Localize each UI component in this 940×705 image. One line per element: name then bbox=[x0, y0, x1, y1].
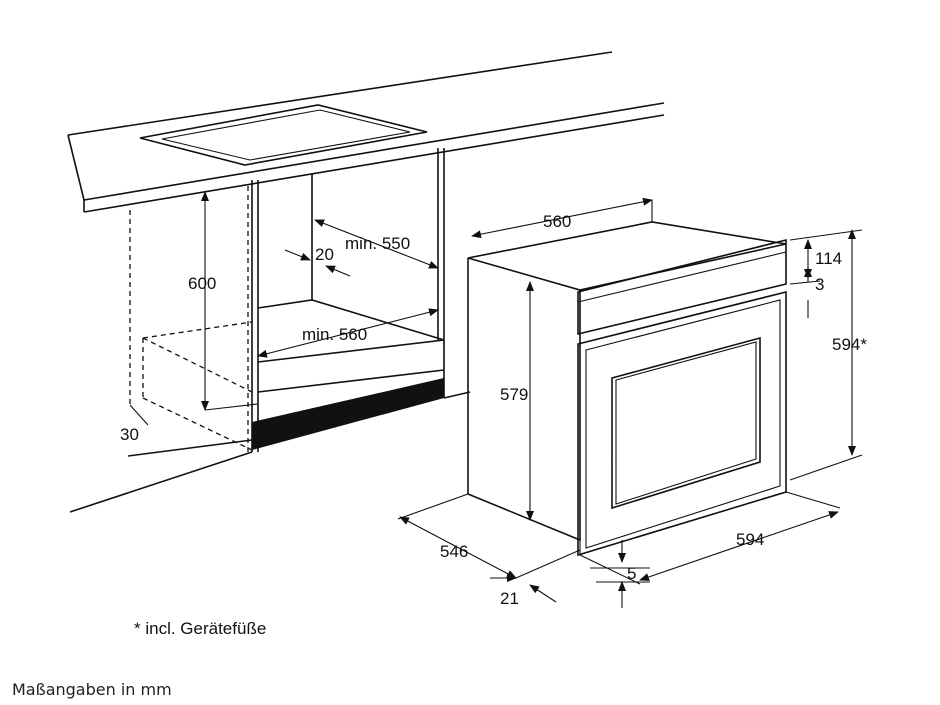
dim-front-21: 21 bbox=[500, 589, 519, 608]
dim-offset-30: 30 bbox=[120, 425, 139, 444]
footnote: * incl. Gerätefüße bbox=[134, 619, 267, 638]
dim-gap-20: 20 bbox=[315, 245, 334, 264]
dim-offset-3: 3 bbox=[815, 275, 824, 294]
cabinet-dimensions bbox=[129, 191, 439, 426]
countertop bbox=[67, 51, 665, 213]
dim-oven-width: 594 bbox=[736, 530, 764, 549]
dim-oven-depth: 546 bbox=[440, 542, 468, 561]
hob bbox=[139, 104, 428, 166]
units-note: Maßangaben in mm bbox=[12, 680, 172, 699]
dim-overall-height: 594* bbox=[832, 335, 867, 354]
dim-min-width: min. 560 bbox=[302, 325, 367, 344]
dim-cabinet-height: 600 bbox=[188, 274, 216, 293]
dim-min-depth: min. 550 bbox=[345, 234, 410, 253]
cabinet-niche bbox=[69, 148, 471, 513]
dim-body-height: 579 bbox=[500, 385, 528, 404]
dim-foot-5: 5 bbox=[627, 564, 636, 583]
dim-oven-top-depth: 560 bbox=[543, 212, 571, 231]
dim-panel-114: 114 bbox=[815, 249, 842, 268]
oven-dimensions bbox=[397, 197, 863, 608]
